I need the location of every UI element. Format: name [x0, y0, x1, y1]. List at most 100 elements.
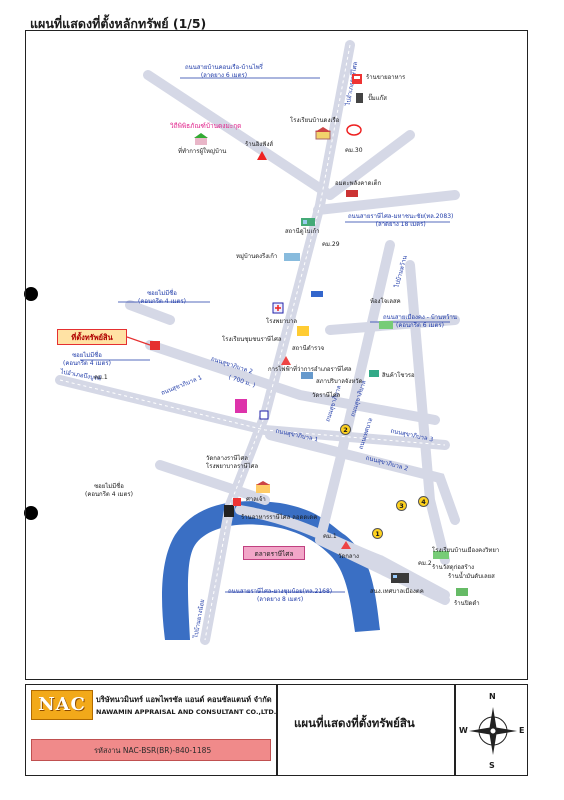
company-name-th: บริษัทนวมินทร์ แอพไพรซัล แอนด์ คอนซัลแตน… [96, 695, 272, 704]
place-resort: สินค้าโชวรอ [382, 372, 415, 379]
job-code-bar: รหัสงาน NAC-BSR(BR)-840-1185 [31, 739, 271, 761]
soi-north-label: ซอยไม่มีชื่อ(คอนกรีต 4 เมตร) [138, 290, 186, 305]
place-school1: โรงเรียนบ้านดงเรือ [290, 117, 340, 124]
place-bridge-shop: ร้านอาหารราษีไศล ลอดดเดค [241, 514, 318, 521]
road-diag-se [315, 240, 395, 545]
info-sign-icon [259, 410, 269, 420]
shop-icon [233, 498, 241, 506]
district-office-icon [301, 372, 313, 379]
footer-divider-2 [454, 685, 456, 775]
place-school4: โรงเรียนบ้านเมืองคงวิทยา [432, 547, 500, 554]
resort-icon [369, 370, 379, 377]
road-highway-label: ถนนสายราษีไศล-มหาชนะชัย(ทล.2083)(ลาดยาง … [348, 213, 454, 228]
place-district: ที่ว่าการอำเภอราษีไศล [293, 366, 352, 373]
office-east-icon [391, 573, 409, 583]
place-school2: โรงเรียนชุมชนราษีไศล [222, 336, 282, 343]
footer-divider-1 [276, 685, 278, 775]
road-north-east [325, 130, 415, 200]
badge-2: 2 [340, 424, 351, 435]
road-south-east [315, 535, 450, 605]
subject-marker [150, 341, 160, 350]
toyota-icon [346, 124, 362, 136]
shop-trees-icon [257, 151, 267, 160]
power-station-icon [301, 218, 315, 226]
place-power: สถานีดูไบเก้า [285, 228, 320, 235]
road-sukhaphiban2 [145, 340, 440, 425]
binder-hole-top [24, 287, 38, 301]
company-name-en: NAWAMIN APPRAISAL AND CONSULTANT CO.,LTD… [96, 708, 277, 716]
road-north-label: ถนนสายบ้านคอนเรือ-บ้านไพรี่(ลาดยาง 6 เมต… [185, 64, 263, 79]
place-km29: คม.29 [322, 241, 340, 248]
place-temple-s: วัดกลาง [338, 553, 359, 560]
soi-west-label: ซอยไม่มีชื่อ(คอนกรีต 4 เมตร) [63, 352, 111, 367]
place-shop-trees: ร้านอิงฟังส์ [245, 141, 274, 148]
place-fuel-east: ร้านน้ำมันดับเลยส [448, 573, 495, 580]
map-title: แผนที่แสดงที่ตั้งทรัพย์สิน [294, 716, 415, 730]
footer-panel: NAC บริษัทนวมินทร์ แอพไพรซัล แอนด์ คอนซั… [25, 684, 528, 776]
museum-label: วิถีพิพิธภัณฑ์บ้านดงมะกุด [170, 122, 242, 130]
binder-hole-bottom [24, 506, 38, 520]
compass-east: E [519, 726, 525, 735]
place-temple1: วัดราษีไศล [312, 392, 341, 399]
road-south-label: ถนนสายราษีไศล-ยางชุมน้อย(ทล.2168)(ลาดยาง… [228, 588, 333, 603]
temple-icon [281, 356, 291, 365]
compass-rose: N S W E [459, 689, 525, 773]
place-shop-east: ร้านวัสดุก่อสร้าง [432, 564, 475, 571]
place-km30: คม.30 [345, 147, 363, 154]
garage-icon [346, 190, 358, 197]
place-restaurant: ร้านปิดดำ [454, 600, 480, 607]
subject-property-label: ที่ตั้งทรัพย์สิน [57, 329, 127, 345]
restaurant-icon [456, 588, 468, 596]
place-gas: ปั๊มแก๊ส [368, 95, 387, 102]
road-soi-north [125, 300, 175, 325]
office-icon [379, 321, 393, 329]
place-shrine: ศาลเจ้า [246, 496, 266, 503]
compass-north: N [489, 692, 496, 701]
place-garage: อมตะพลังคาดเต็ก [335, 180, 382, 187]
village-hall-icon [194, 133, 208, 145]
page-title: แผนที่แสดงที่ตั้งหลักทรัพย์ (1/5) [30, 16, 207, 31]
place-office: สภาปริบาลจังหวัด [316, 378, 363, 385]
school-icon [315, 127, 331, 140]
bridge [224, 505, 234, 517]
place-bank: ห้องโจเลสค [370, 298, 401, 305]
gas-station-icon [352, 74, 362, 84]
place-km1: คม.1 [94, 374, 108, 381]
badge-1: 1 [372, 528, 383, 539]
compass-south: S [489, 761, 495, 770]
subject-pointer [126, 336, 151, 346]
place-km2: คม.2 [418, 560, 432, 567]
badge-4: 4 [418, 496, 429, 507]
temple-khet-icon [256, 481, 270, 493]
place-school3: โรงพยาบาลราษีไศล [206, 463, 259, 470]
road-west-short [155, 460, 270, 505]
compass-west: W [459, 726, 468, 735]
place-temple-big: วัดกลางราษีไศล [206, 455, 248, 462]
place-tesaban: สนง.เทศบาลเมืองตค [370, 588, 424, 595]
homestead-icon [284, 253, 300, 261]
bank-icon [311, 291, 323, 297]
badge-3: 3 [396, 500, 407, 511]
place-police: สถานีตำรวจ [292, 345, 325, 352]
road-north-west [143, 70, 335, 200]
fuel-pump-icon [356, 93, 363, 103]
road-east-2 [265, 430, 460, 525]
soi-south-label: ซอยไม่มีชื่อ(คอนกรีต 4 เมตร) [85, 483, 133, 498]
place-village-hall: ที่ทำการผู้ใหญ่บ้าน [178, 148, 227, 155]
place-food-shop: ร้านขายอาหาร [366, 74, 406, 81]
school4-icon [433, 551, 449, 559]
market-label: ตลาดราษีไศล [243, 546, 305, 560]
police-icon [297, 326, 309, 336]
road-east-label: ถนนสายเมืองคง - บ้านหว้าน(คอนกรีต 6 เมตร… [383, 314, 457, 329]
compass-star-icon [469, 707, 517, 755]
place-electric: การไฟฟ้า [268, 366, 294, 373]
road-highway-east [313, 190, 460, 215]
road-far-east [405, 260, 450, 565]
job-code: รหัสงาน NAC-BSR(BR)-840-1185 [94, 746, 212, 755]
place-hospital: โรงพยาบาล [266, 318, 298, 325]
road-south-curve [235, 505, 450, 600]
company-logo: NAC [31, 690, 93, 720]
temple-s-icon [341, 541, 351, 549]
hospital-icon [272, 302, 284, 314]
